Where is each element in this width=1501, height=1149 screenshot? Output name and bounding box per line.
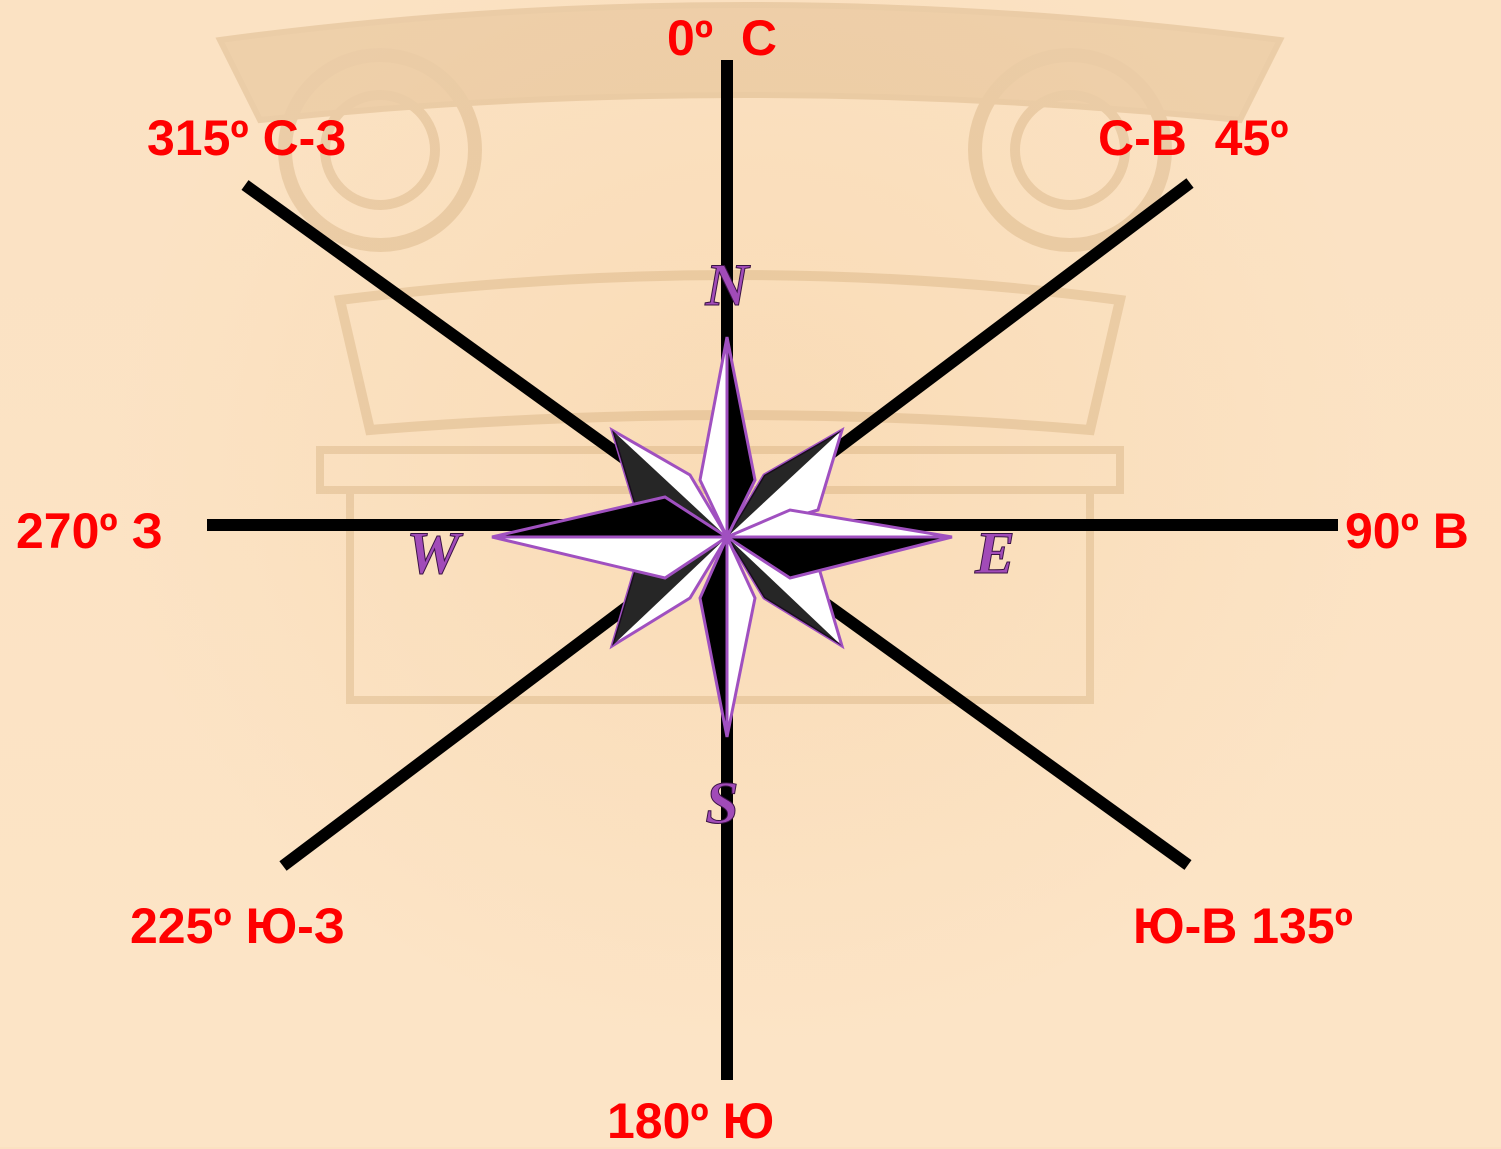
label-southwest: 225º Ю-З [130,898,345,954]
label-east: 90º В [1345,503,1469,559]
rose-letter-s: S [705,770,738,836]
label-north: 0º С [667,10,777,66]
label-south: 180º Ю [607,1093,774,1149]
rose-letter-e: E [974,520,1015,586]
label-west: 270º З [16,503,163,559]
rose-letter-w: W [406,520,463,586]
rose-letter-n: N [704,252,751,318]
compass-rose [492,337,952,737]
label-northwest: 315º С-З [147,110,347,166]
label-northeast: С-В 45º [1098,110,1289,166]
label-southeast: Ю-В 135º [1133,898,1353,954]
